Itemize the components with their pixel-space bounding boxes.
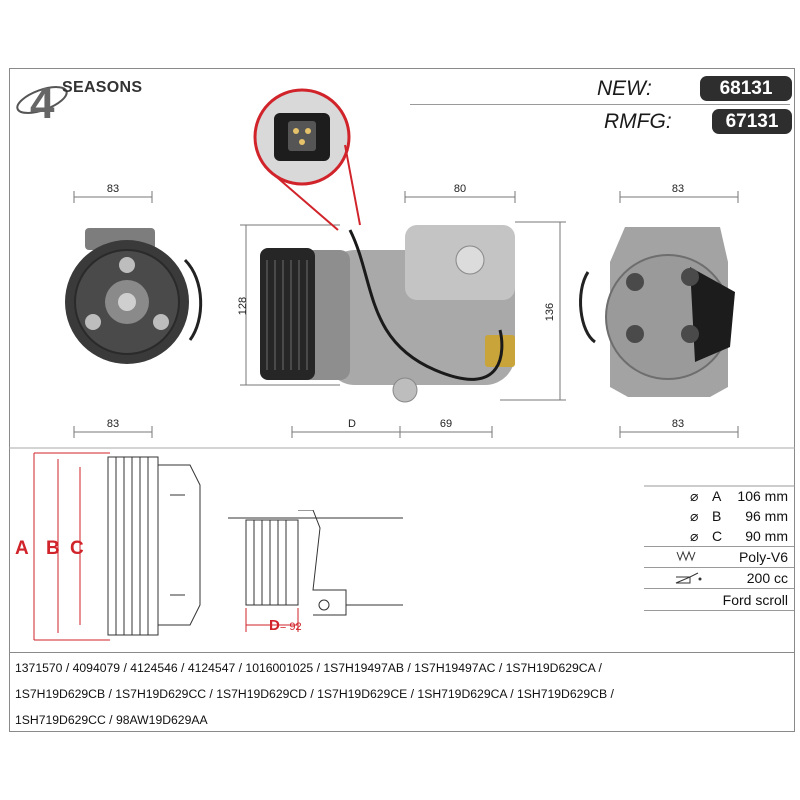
diameter-icon: ⌀ <box>690 508 699 524</box>
dim-front-bottom: 83 <box>106 418 120 430</box>
spec-row-b: ⌀ B 96 mm <box>644 506 794 527</box>
compressor-front-view <box>65 228 203 364</box>
dim-side-bottom-d: D <box>348 418 356 430</box>
dim-side-top: 80 <box>453 183 467 195</box>
dim-side-height-right: 136 <box>544 302 556 322</box>
connector-callout <box>253 88 361 231</box>
compressor-side-view <box>260 225 515 403</box>
d-dimension-drawing <box>228 510 403 632</box>
rmfg-label: RMFG: <box>604 110 672 133</box>
spec-row-c: ⌀ C 90 mm <box>644 526 794 547</box>
rmfg-part-number: 67131 <box>712 109 792 134</box>
spec-row-type: Ford scroll <box>644 590 794 611</box>
pulley-diameter-a: A <box>15 538 29 559</box>
header-divider <box>410 104 790 105</box>
dim-side-bottom-69: 69 <box>439 418 453 430</box>
diameter-icon: ⌀ <box>690 488 699 504</box>
logo-mark: 4 <box>30 79 55 122</box>
d-dimension-label: D= 92 <box>269 617 302 634</box>
d-letter: D <box>269 617 280 634</box>
pulley-diameter-b: B <box>46 538 60 559</box>
compressor-rear-view <box>579 227 735 397</box>
four-seasons-logo: 4 <box>16 79 68 122</box>
oem-line-3: 1SH719D629CC / 98AW19D629AA <box>15 713 208 727</box>
spec-value: 96 mm <box>745 508 788 524</box>
spec-value: 106 mm <box>737 488 788 504</box>
diameter-icon: ⌀ <box>690 528 699 544</box>
dim-side-height-left: 128 <box>237 296 249 316</box>
brand-name: SEASONS <box>62 79 143 96</box>
dim-rear-bottom: 83 <box>671 418 685 430</box>
dim-rear-top: 83 <box>671 183 685 195</box>
oem-line-2: 1S7H19D629CB / 1S7H19D629CC / 1S7H19D629… <box>15 687 614 701</box>
belt-type: Poly-V6 <box>738 549 788 565</box>
compressor-type: Ford scroll <box>722 592 788 608</box>
new-part-number: 68131 <box>700 76 792 101</box>
pulley-diameter-c: C <box>70 538 84 559</box>
oem-line-1: 1371570 / 4094079 / 4124546 / 4124547 / … <box>15 661 602 675</box>
spec-row-oil: 200 cc <box>644 568 794 589</box>
spec-letter: A <box>712 488 722 504</box>
oil-quantity: 200 cc <box>746 570 788 586</box>
spec-letter: B <box>712 508 722 524</box>
spec-value: 90 mm <box>745 528 788 544</box>
dim-front-top: 83 <box>106 183 120 195</box>
spec-row-a: ⌀ A 106 mm <box>644 486 794 507</box>
spec-letter: C <box>712 528 723 544</box>
pulley-section-drawing <box>33 452 201 641</box>
new-label: NEW: <box>597 77 652 100</box>
specs-table: ⌀ A 106 mm ⌀ B 96 mm ⌀ C 90 mm Poly-V6 2… <box>644 486 794 614</box>
oil-can-icon <box>675 572 702 584</box>
d-value: = 92 <box>279 621 302 633</box>
spec-row-belt: Poly-V6 <box>644 547 794 568</box>
belt-icon <box>676 550 696 562</box>
oem-numbers: 1371570 / 4094079 / 4124546 / 4124547 / … <box>9 652 795 732</box>
